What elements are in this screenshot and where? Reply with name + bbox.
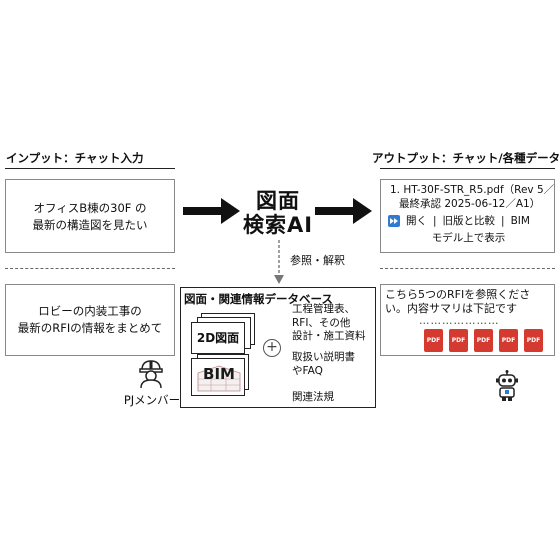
output-divider — [380, 268, 555, 269]
bim-view-link-line2[interactable]: モデル上で表示 — [431, 232, 506, 244]
pdf-label: PDF — [476, 337, 491, 344]
rfi-summary-line2: い。内容サマリは下記です — [385, 302, 517, 315]
pdf-file-list: PDF PDF PDF PDF PDF — [424, 329, 543, 352]
open-link[interactable]: 開く — [406, 215, 427, 227]
pdf-file-icon[interactable]: PDF — [524, 329, 543, 352]
2d-drawing-label: 2D図面 — [196, 331, 240, 345]
output-arrow — [315, 198, 372, 224]
query-box-1: オフィスB棟の30F の 最新の構造図を見たい — [5, 179, 175, 253]
input-header: インプット：チャット入力 — [6, 151, 144, 165]
pdf-file-icon[interactable]: PDF — [499, 329, 518, 352]
db-item-6: 関連法規 — [292, 391, 334, 403]
search-ai-title: 図面 検索AI — [236, 189, 320, 237]
robot-icon — [496, 370, 518, 401]
building-icon — [197, 365, 241, 392]
output-box-1: 1. HT-30F-STR_R5.pdf（Rev 5／ 最終承認 2025-06… — [380, 179, 555, 253]
input-header-underline — [5, 168, 175, 169]
pdf-label: PDF — [451, 337, 466, 344]
bim-view-link[interactable]: BIM — [510, 215, 530, 227]
database-items: 工程管理表、 RFI、その他 設計・施工資料 — [292, 303, 366, 344]
2d-drawing-card: 2D図面 — [191, 322, 245, 354]
query2-line2: 最新のRFIの情報をまとめて — [17, 321, 163, 335]
separator-2: | — [501, 215, 505, 227]
search-ai-title-line2: 検索AI — [242, 213, 314, 237]
rfi-summary-line1: こちら5つのRFIを参照くださ — [385, 288, 531, 301]
result-filename-line2: 最終承認 2025-06-12／A1） — [399, 198, 541, 210]
plus-icon: + — [263, 339, 281, 357]
output-header: アウトプット：チャット/各種データ — [372, 151, 560, 165]
input-arrow — [183, 198, 240, 224]
query1-line2: 最新の構造図を見たい — [32, 218, 148, 232]
database-items-manuals: 取扱い説明書 やFAQ — [292, 351, 355, 378]
search-ai-title-line1: 図面 — [256, 189, 300, 213]
db-item-2: RFI、その他 — [292, 316, 351, 329]
pdf-file-icon[interactable]: PDF — [449, 329, 468, 352]
pj-member-label: PJメンバー — [123, 393, 181, 407]
query2-line1: ロビーの内装工事の — [38, 304, 142, 318]
reference-label: 参照・解釈 — [290, 254, 345, 267]
pdf-file-icon[interactable]: PDF — [424, 329, 443, 352]
db-item-3: 設計・施工資料 — [292, 330, 366, 342]
output-header-underline — [380, 168, 555, 169]
input-divider — [5, 268, 175, 269]
pdf-label: PDF — [526, 337, 541, 344]
separator-1: | — [433, 215, 437, 227]
db-item-1: 工程管理表、 — [292, 303, 355, 315]
fast-forward-icon — [388, 215, 400, 227]
query1-line1: オフィスB棟の30F の — [33, 201, 147, 215]
output-box-2: こちら5つのRFIを参照くださ い。内容サマリは下記です ………………… PDF… — [380, 284, 555, 356]
db-item-4: 取扱い説明書 — [292, 351, 355, 363]
pdf-file-icon[interactable]: PDF — [474, 329, 493, 352]
pdf-label: PDF — [501, 337, 516, 344]
query-box-2: ロビーの内装工事の 最新のRFIの情報をまとめて — [5, 284, 175, 356]
result-filename-line1: 1. HT-30F-STR_R5.pdf（Rev 5／ — [390, 184, 555, 196]
compare-old-version-link[interactable]: 旧版と比較 — [442, 215, 496, 227]
pdf-label: PDF — [426, 337, 441, 344]
bim-label: BIM — [203, 365, 235, 383]
construction-worker-icon — [139, 360, 163, 388]
reference-arrow — [274, 240, 284, 284]
bim-card: BIM — [191, 358, 245, 396]
database-title: 図面・関連情報データベース — [184, 292, 333, 306]
summary-dots: ………………… — [419, 315, 500, 327]
db-item-5: やFAQ — [292, 364, 323, 377]
database-box — [180, 287, 376, 408]
